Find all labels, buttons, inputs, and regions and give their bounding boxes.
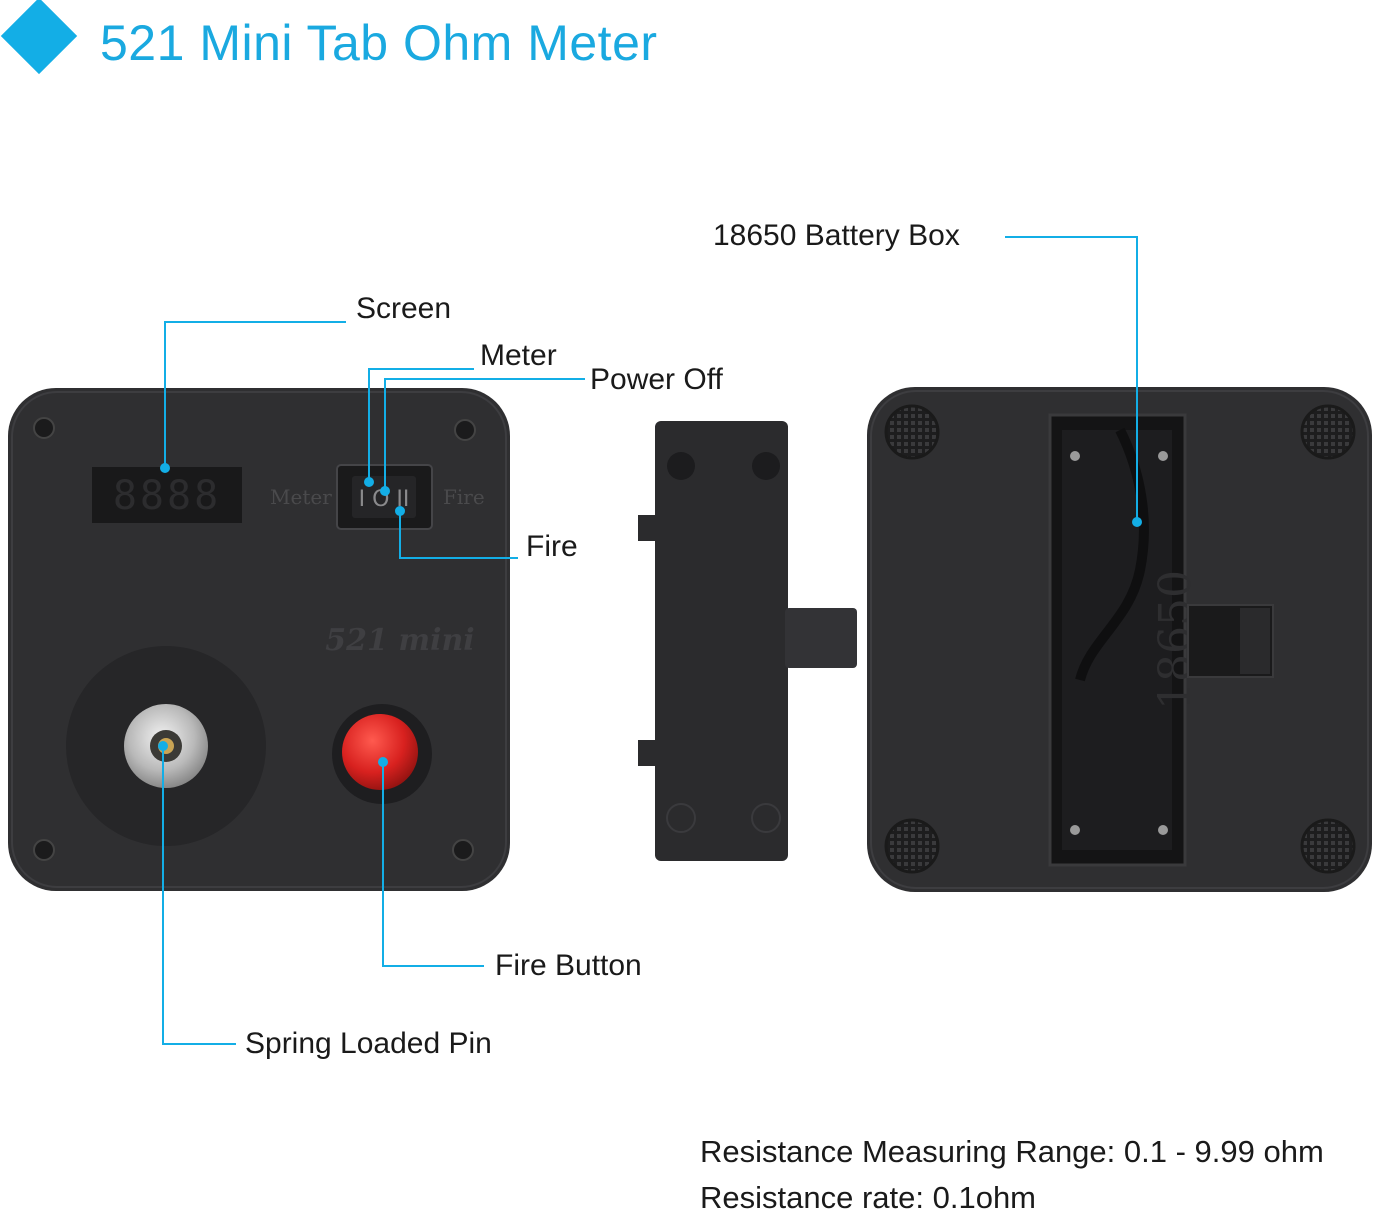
spec-range: Resistance Measuring Range: 0.1 - 9.99 o…: [700, 1134, 1324, 1169]
power-off-leader: [384, 378, 585, 491]
callout-fire-button: Fire Button: [495, 949, 642, 982]
fire-button-leader: [382, 762, 484, 967]
page-title: 521 Mini Tab Ohm Meter: [100, 15, 658, 71]
callout-power-off: Power Off: [590, 363, 723, 396]
screen-display: 8888: [92, 467, 242, 523]
screw-icon: [33, 417, 476, 861]
front-device: 8888 Meter Fire I O II 521 mini: [8, 388, 510, 891]
switch-label-right: Fire: [443, 485, 485, 509]
callout-lines: [162, 236, 1138, 1045]
spring-pin-leader: [162, 746, 236, 1045]
callout-dots: [158, 463, 1142, 767]
callout-screen: Screen: [356, 292, 452, 325]
callout-battery-box: 18650 Battery Box: [713, 219, 960, 252]
screen-leader: [164, 321, 346, 468]
rubber-foot-icon: [884, 404, 1356, 874]
callout-spring-loaded-pin: Spring Loaded Pin: [245, 1027, 492, 1060]
callout-fire: Fire: [526, 530, 578, 563]
back-device: 18650: [867, 387, 1372, 892]
meter-leader: [368, 368, 474, 482]
fire-button: [342, 714, 418, 790]
screen-digits: 8888: [113, 473, 221, 519]
fire-leader: [399, 511, 518, 559]
model-label: 521 mini: [325, 623, 474, 658]
spec-rate: Resistance rate: 0.1ohm: [700, 1180, 1037, 1215]
battery-box-leader: [1005, 236, 1138, 522]
switch-label-left: Meter: [270, 485, 332, 509]
battery-cover: [638, 421, 857, 861]
callout-meter: Meter: [480, 339, 557, 372]
